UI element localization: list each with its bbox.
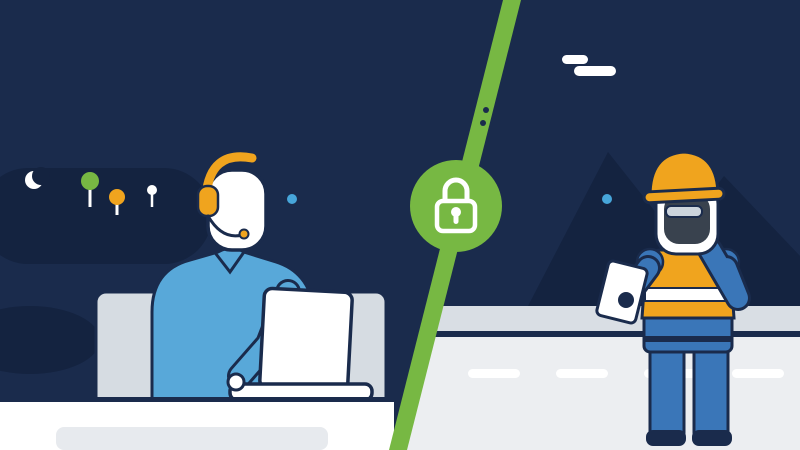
divider-dots <box>480 107 489 126</box>
agent-collar <box>214 250 246 275</box>
padlock-shackle <box>442 177 470 204</box>
cloud-small <box>562 55 588 64</box>
backdrop-blob-left <box>0 168 212 264</box>
office-scene <box>0 152 394 450</box>
roadside <box>397 306 800 450</box>
tree-orange <box>109 189 125 205</box>
worker-glasses <box>665 205 703 218</box>
cyan-dot-right <box>602 194 612 204</box>
padlock-keyhole-stem <box>453 214 459 224</box>
worker-jacket-hem <box>642 312 734 354</box>
helmet-brim <box>642 186 726 205</box>
worker-belt <box>644 336 732 342</box>
worker-shoe-left <box>646 430 686 446</box>
tree-green <box>81 172 99 190</box>
cloud-large <box>574 66 616 76</box>
cyan-dot-left <box>287 194 297 204</box>
guardrail-edge-line <box>425 331 800 337</box>
helmet-dome <box>648 150 720 198</box>
worker-hand-left <box>618 292 634 308</box>
worker-arm-right <box>700 240 748 308</box>
agent-hand <box>226 372 246 392</box>
worker-leg-right <box>692 344 730 440</box>
desk-edge-line <box>0 397 394 403</box>
agent-headset-icon <box>196 152 257 240</box>
backdrop-blob-bottom-left <box>0 306 100 374</box>
worker-leg-left <box>648 344 686 440</box>
headset-earcup <box>196 184 220 218</box>
field-worker <box>595 150 751 446</box>
desk-inset-panel <box>56 427 328 450</box>
worker-helmet-icon <box>642 150 726 205</box>
worker-shoe-right <box>692 430 732 446</box>
cloud-icons <box>562 55 616 76</box>
padlock-icon <box>434 177 478 234</box>
padlock-badge <box>410 160 502 252</box>
padlock-keyhole <box>451 207 461 217</box>
worker-tablet <box>595 259 649 325</box>
desk <box>0 397 394 450</box>
headset-mic <box>238 228 250 240</box>
headset-mic-arm <box>206 214 244 238</box>
road <box>397 337 800 450</box>
vest-reflective-stripe <box>644 287 732 302</box>
laptop-screen <box>258 286 354 394</box>
agent-laptop <box>226 286 374 402</box>
moon-icon <box>25 167 50 189</box>
tree-small-white <box>147 185 157 195</box>
tree-icons <box>81 172 157 215</box>
